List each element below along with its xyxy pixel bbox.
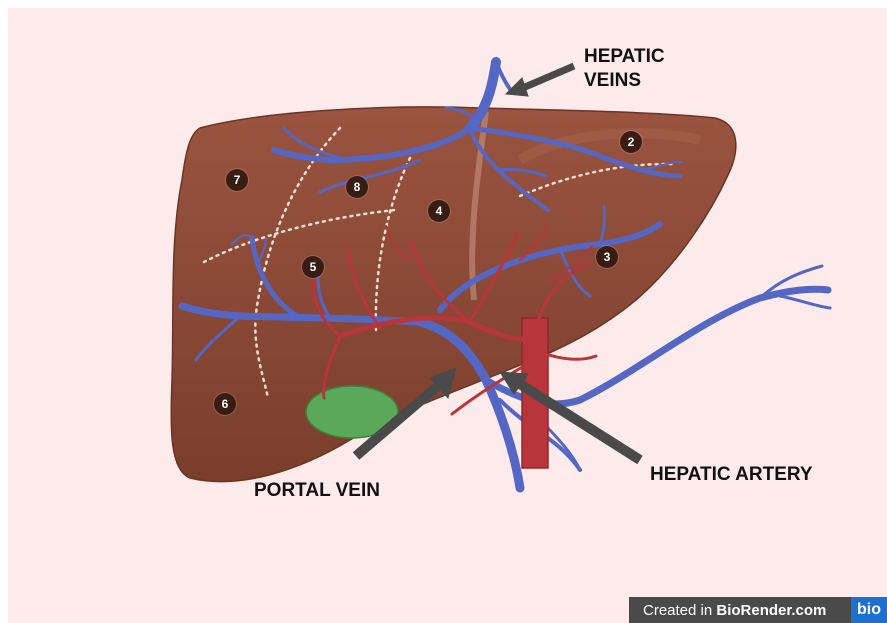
credit-brand: BioRender.com	[716, 602, 826, 619]
hepatic-veins-label-line1: HEPATIC	[584, 46, 665, 68]
portal-vein-label: PORTAL VEIN	[254, 480, 380, 502]
segment-badge-5: 5	[302, 256, 324, 278]
credit-prefix: Created in	[643, 602, 716, 619]
segment-badge-2: 2	[620, 131, 642, 153]
segment-badge-7: 7	[226, 169, 248, 191]
segment-badge-6: 6	[214, 393, 236, 415]
segment-badge-8: 8	[346, 176, 368, 198]
segment-badge-4: 4	[428, 200, 450, 222]
credit-text: Created in BioRender.com	[629, 602, 826, 619]
hepatic-veins-label-line2: VEINS	[584, 70, 641, 92]
biorender-logo: bio	[851, 597, 887, 623]
segment-badge-3: 3	[596, 246, 618, 268]
hepatic-artery-label: HEPATIC ARTERY	[650, 464, 813, 486]
biorender-credit-bar[interactable]: Created in BioRender.com bio	[629, 597, 887, 623]
